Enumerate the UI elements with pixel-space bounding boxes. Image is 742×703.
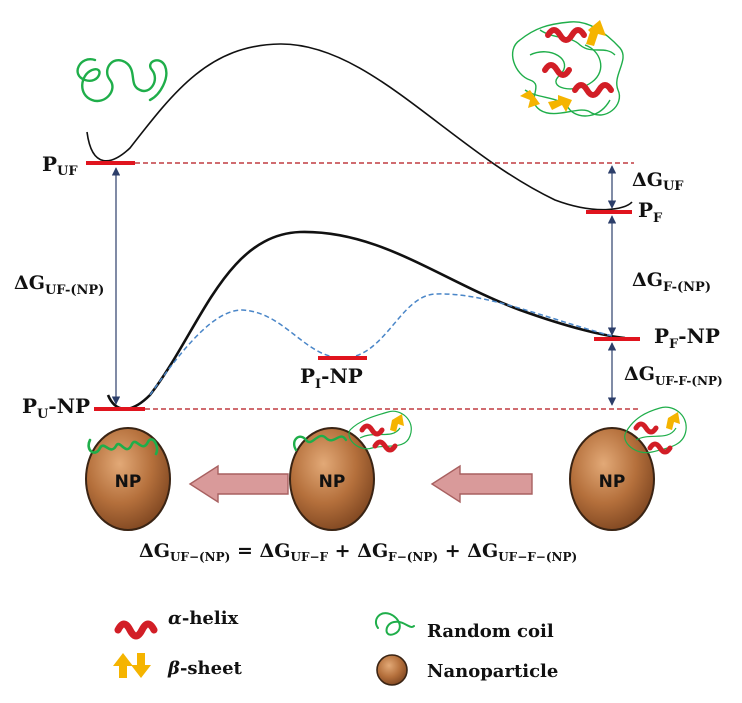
legend: α-helix β-sheet Random coil Nanoparticle bbox=[113, 608, 558, 686]
legend-coil-label: Random coil bbox=[427, 621, 554, 642]
label-dg-uf: ΔGUF bbox=[632, 169, 684, 194]
nanoparticle-legend-icon bbox=[376, 654, 408, 686]
label-p-uf: PUF bbox=[42, 152, 78, 179]
transition-arrow-left bbox=[188, 464, 289, 504]
label-dg-uf-np: ΔGUF-(NP) bbox=[14, 272, 104, 298]
helix-legend-icon bbox=[114, 620, 158, 640]
sheet-legend-icon bbox=[113, 653, 151, 678]
folded-protein-structure bbox=[511, 20, 624, 117]
nanoparticle-folded-bound: NP bbox=[569, 406, 687, 531]
free-energy-equation: ΔGUF−(NP) = ΔGUF−F + ΔGF−(NP) + ΔGUF−F−(… bbox=[139, 540, 577, 564]
nanoparticle-unfolded-bound: NP bbox=[85, 427, 171, 531]
label-dg-uf-f-np: ΔGUF-F-(NP) bbox=[624, 363, 723, 388]
legend-nanoparticle-label: Nanoparticle bbox=[427, 661, 558, 682]
unfolded-to-folded-curve bbox=[86, 43, 633, 211]
np-bound-folding-curve bbox=[106, 230, 626, 411]
label-p-f: PF bbox=[638, 198, 663, 226]
nanoparticle-intermediate-bound: NP bbox=[289, 410, 412, 531]
coil-legend-icon bbox=[374, 612, 415, 636]
np-label: NP bbox=[319, 472, 346, 492]
legend-helix-label: α-helix bbox=[168, 608, 239, 629]
label-p-u-np: PU-NP bbox=[22, 394, 90, 422]
np-label: NP bbox=[115, 472, 142, 492]
label-p-f-np: PF-NP bbox=[654, 324, 720, 352]
random-coil-unfolded-protein bbox=[76, 58, 168, 103]
transition-arrow-right bbox=[430, 464, 533, 504]
label-dg-f-np: ΔGF-(NP) bbox=[632, 269, 711, 295]
np-label: NP bbox=[599, 472, 626, 492]
legend-sheet-label: β-sheet bbox=[167, 658, 243, 679]
label-p-i-np: PI-NP bbox=[300, 364, 363, 392]
intermediate-pathway-curve bbox=[149, 293, 613, 396]
